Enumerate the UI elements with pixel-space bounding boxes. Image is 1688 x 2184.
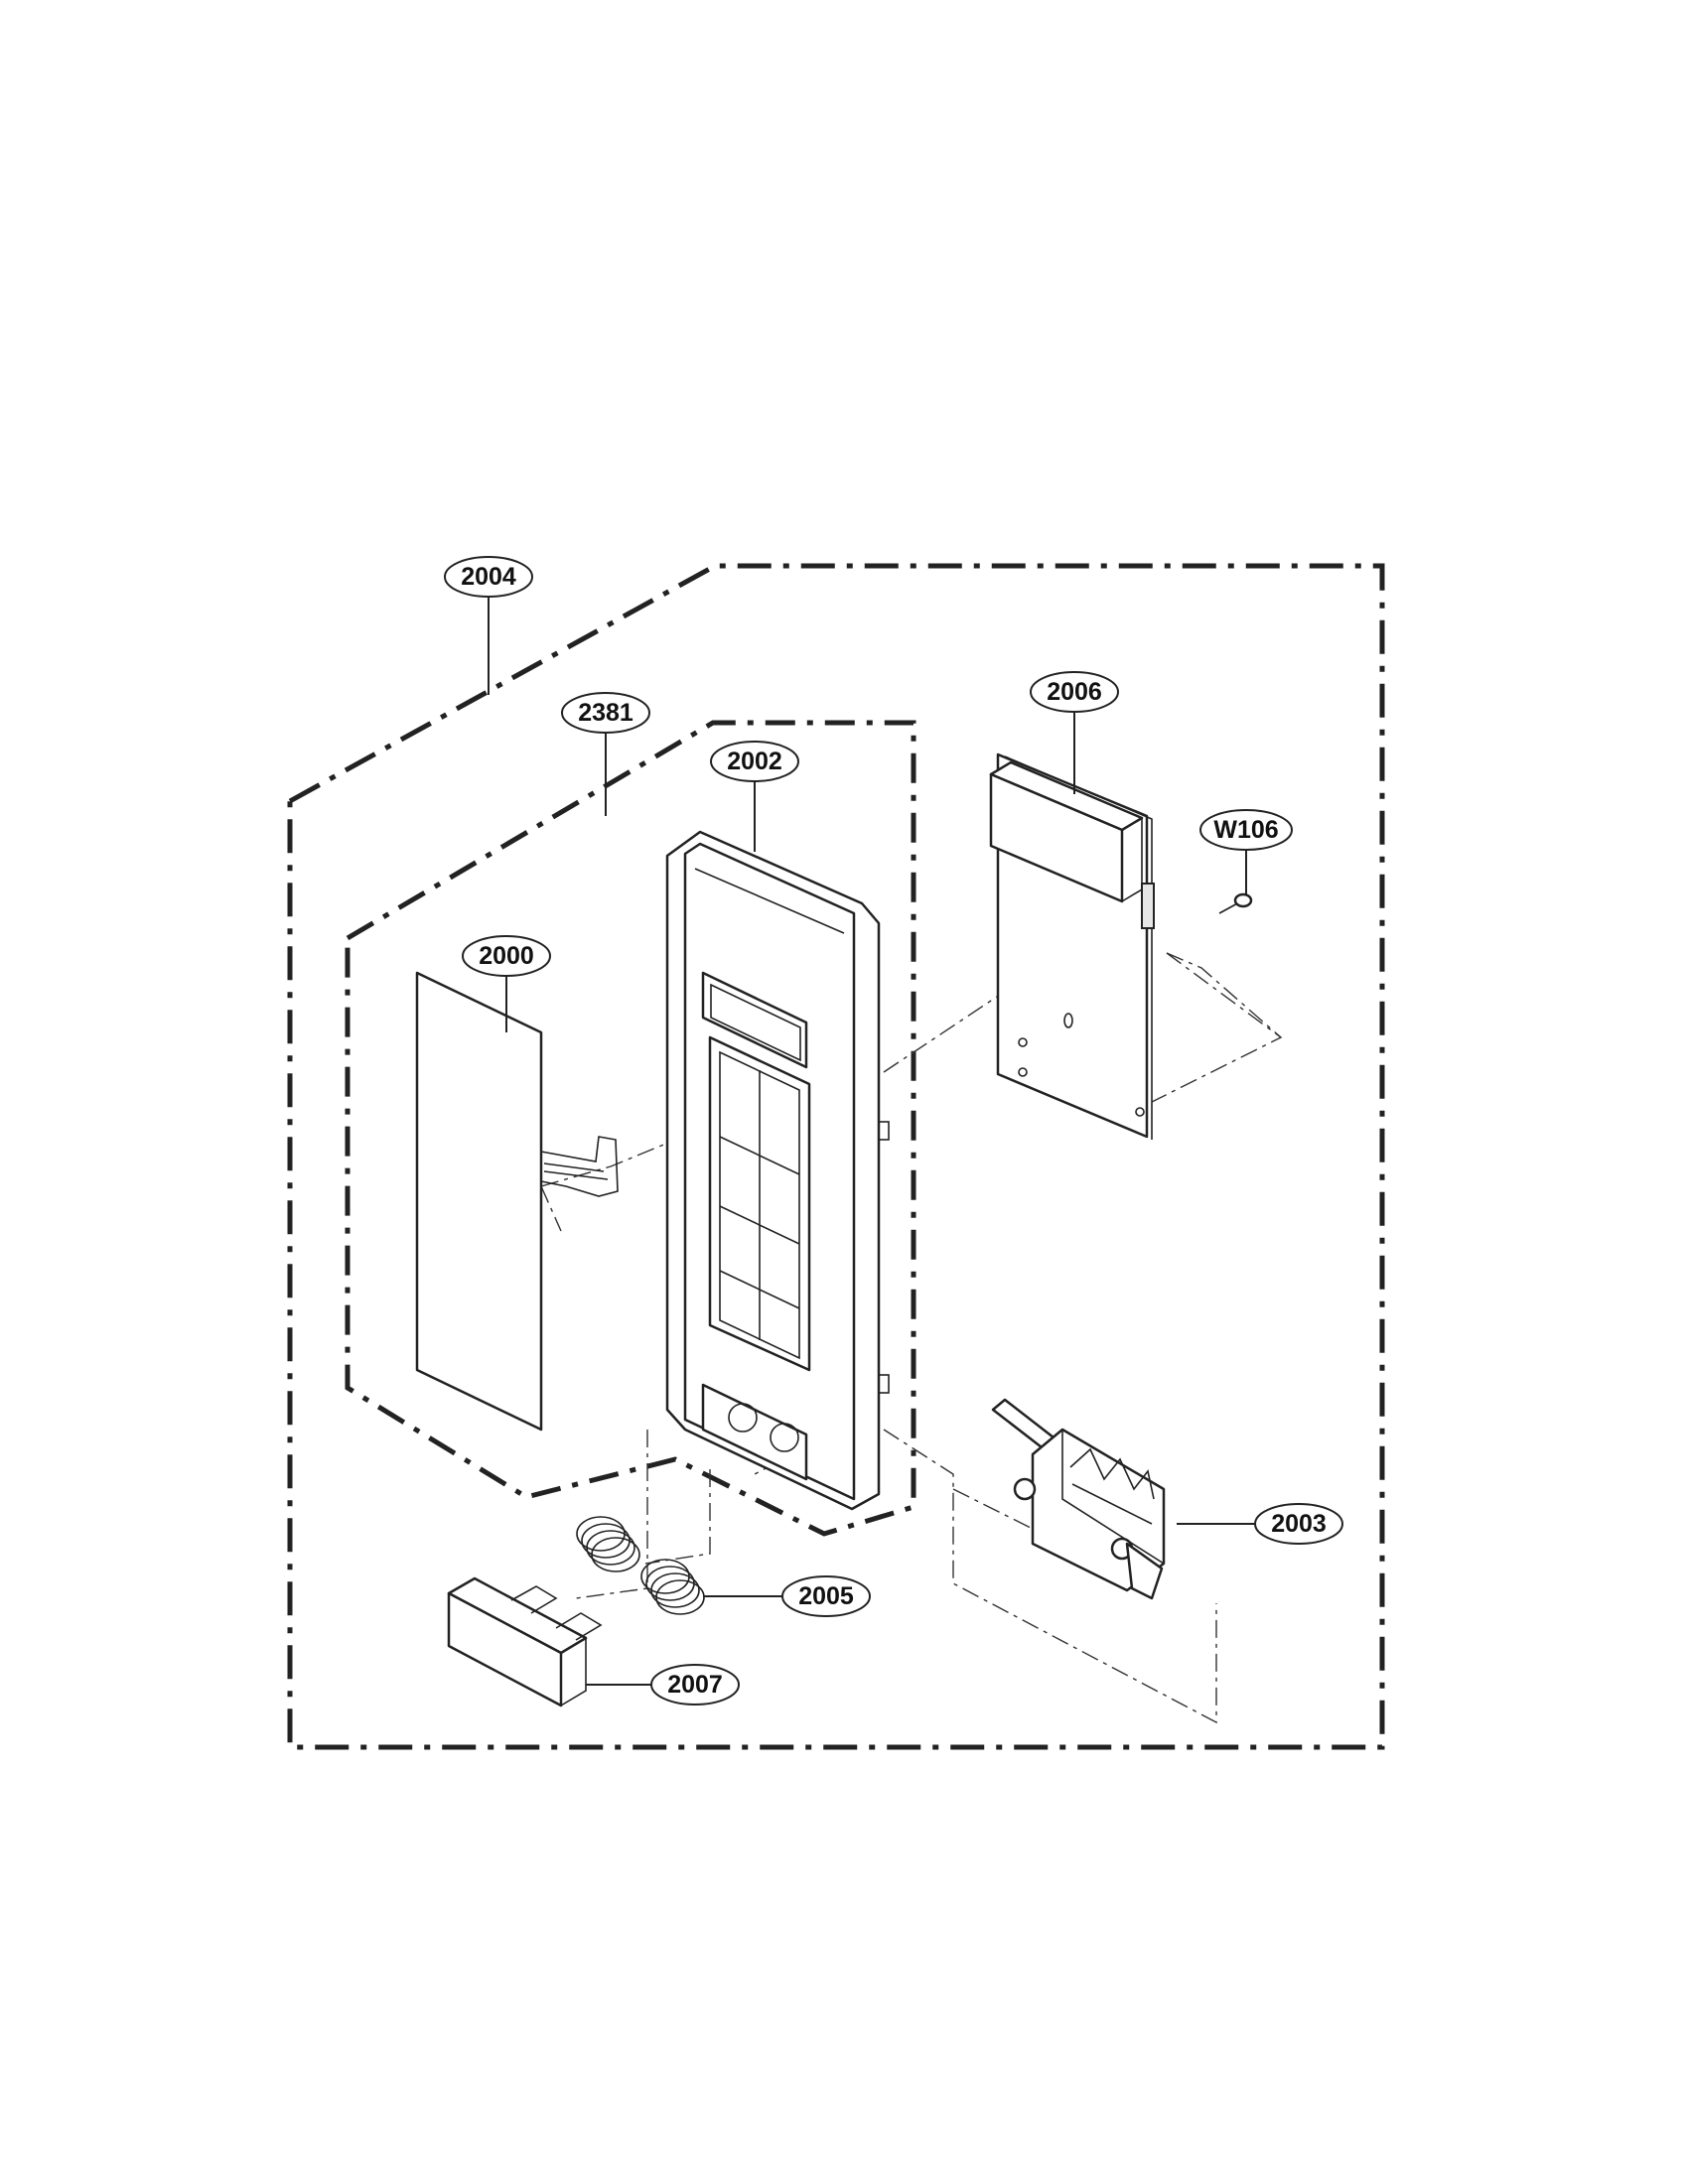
assembly-boundary-2004 [287, 563, 1385, 1750]
part-2005-springs [576, 1516, 705, 1615]
assembly-boundary-2381 [345, 720, 916, 1537]
leader-lines [488, 597, 1256, 1686]
callout-2007: 2007 [650, 1664, 740, 1706]
callout-2007-label: 2007 [667, 1671, 723, 1699]
spring-left [576, 1516, 640, 1572]
callout-2002: 2002 [710, 741, 799, 782]
callout-2005: 2005 [781, 1575, 871, 1617]
callout-2004-label: 2004 [461, 563, 516, 591]
spring-right [640, 1559, 705, 1615]
callout-2002-label: 2002 [727, 748, 782, 775]
callout-2006-label: 2006 [1047, 678, 1102, 706]
part-w106-screw [1218, 892, 1253, 914]
callout-2381-label: 2381 [578, 699, 633, 727]
callout-w106: W106 [1199, 809, 1293, 851]
part-2000-membrane-keypad [415, 971, 619, 1432]
part-2006-pcb-assembly [989, 752, 1155, 1140]
callout-2000: 2000 [462, 935, 551, 977]
part-2007-push-button [447, 1576, 603, 1707]
callout-w106-label: W106 [1213, 816, 1278, 844]
callout-2003-label: 2003 [1271, 1510, 1327, 1538]
callout-2006: 2006 [1030, 671, 1119, 713]
callout-2003: 2003 [1254, 1503, 1343, 1545]
callout-2005-label: 2005 [798, 1582, 854, 1610]
part-2002-control-panel-frame [665, 830, 890, 1511]
callout-2000-label: 2000 [479, 942, 534, 970]
callout-2004: 2004 [444, 556, 533, 598]
part-2003-latch-lever [991, 1398, 1166, 1600]
callout-2381: 2381 [561, 692, 650, 734]
